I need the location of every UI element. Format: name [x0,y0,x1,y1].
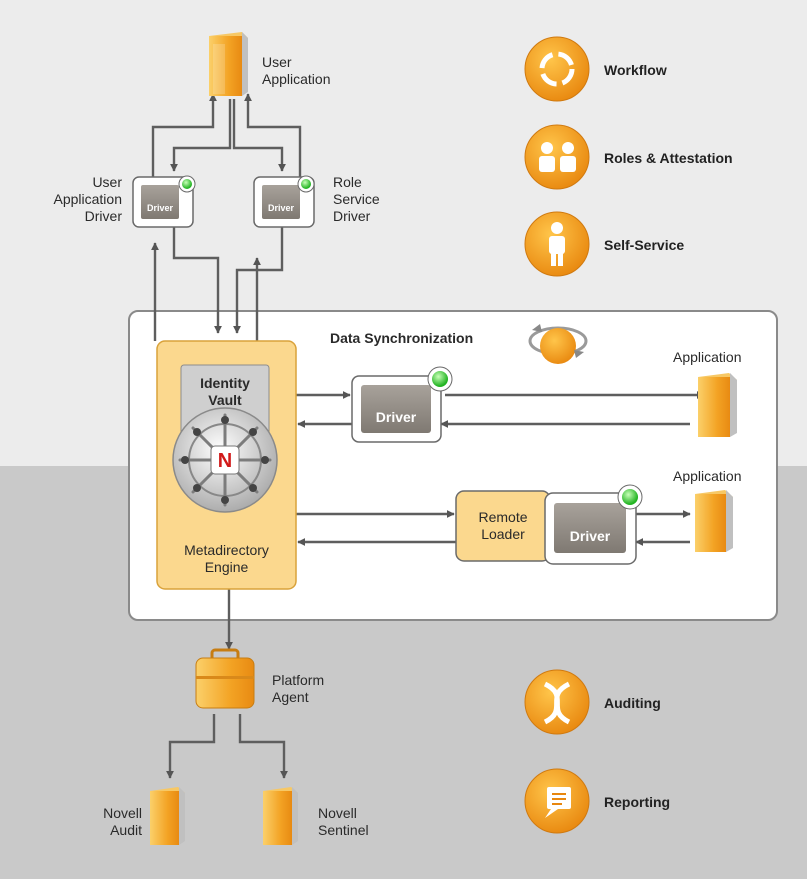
engine-line1: Metadirectory [184,542,269,558]
ua-driver-icon [132,175,196,228]
platform-agent-line2: Agent [272,689,309,705]
remote-loader-label: Remote Loader [456,509,550,543]
identity-vault-line1: Identity [200,375,250,391]
platform-agent-icon [195,648,255,709]
reporting-label: Reporting [604,794,671,810]
sync-driver-icon [351,366,453,443]
rs-driver-line2: Service [333,191,380,207]
rs-driver-label: Role Service Driver [333,174,380,225]
novell-sentinel-line1: Novell [318,805,357,821]
platform-agent-line1: Platform [272,672,325,688]
self-service-icon [524,211,590,277]
novell-sentinel-label: Novell Sentinel [318,805,369,839]
rs-driver-line3: Driver [333,208,371,224]
user-application-icon [209,32,248,96]
ua-driver-label: User Application Driver [40,174,123,225]
remote-loader-line2: Loader [481,526,525,542]
roles-attestation-icon [524,124,590,190]
rs-driver-icon [253,175,315,228]
identity-vault-line2: Vault [208,392,242,408]
top-connectors [151,93,302,341]
reporting-icon [524,768,590,834]
auditing-label: Auditing [604,695,661,711]
platform-agent-label: Platform Agent [272,672,324,706]
self-service-label: Self-Service [604,237,685,253]
ua-driver-box-label: Driver [146,203,173,213]
sync-icon [528,324,588,364]
application-1-label: Application [673,349,742,365]
user-application-line1: User [262,54,292,70]
rs-driver-line1: Role [333,174,362,190]
user-application-line2: Application [262,71,331,87]
identity-vault-label: Identity Vault [181,375,269,409]
identity-vault-icon: N [172,407,278,513]
application-2-label: Application [673,468,742,484]
engine-line2: Engine [204,559,249,575]
auditing-icon [524,669,590,735]
novell-sentinel-line2: Sentinel [318,822,369,838]
engine-label: Metadirectory Engine [157,542,296,576]
novell-sentinel-icon [263,787,298,845]
novell-audit-line1: Novell [103,805,142,821]
novell-audit-icon [150,787,185,845]
workflow-icon [524,36,590,102]
application-1-icon [698,373,737,437]
remote-driver-icon [544,484,643,565]
application-2-icon [695,490,733,552]
rs-driver-box-label: Driver [267,203,294,213]
remote-driver-box-label: Driver [569,528,611,544]
sync-driver-box-label: Driver [375,409,417,425]
svg-text:N: N [218,450,232,472]
ua-driver-line3: Driver [84,208,122,224]
sync-connectors [166,391,705,779]
ua-driver-line2: Application [53,191,123,207]
user-application-label: User Application [262,54,331,88]
data-sync-title: Data Synchronization [330,330,474,346]
ua-driver-line1: User [92,174,122,190]
novell-audit-label: Novell Audit [70,805,142,839]
workflow-label: Workflow [604,62,667,78]
remote-loader-line1: Remote [478,509,528,525]
novell-audit-line2: Audit [110,822,142,838]
roles-attestation-label: Roles & Attestation [604,150,733,166]
